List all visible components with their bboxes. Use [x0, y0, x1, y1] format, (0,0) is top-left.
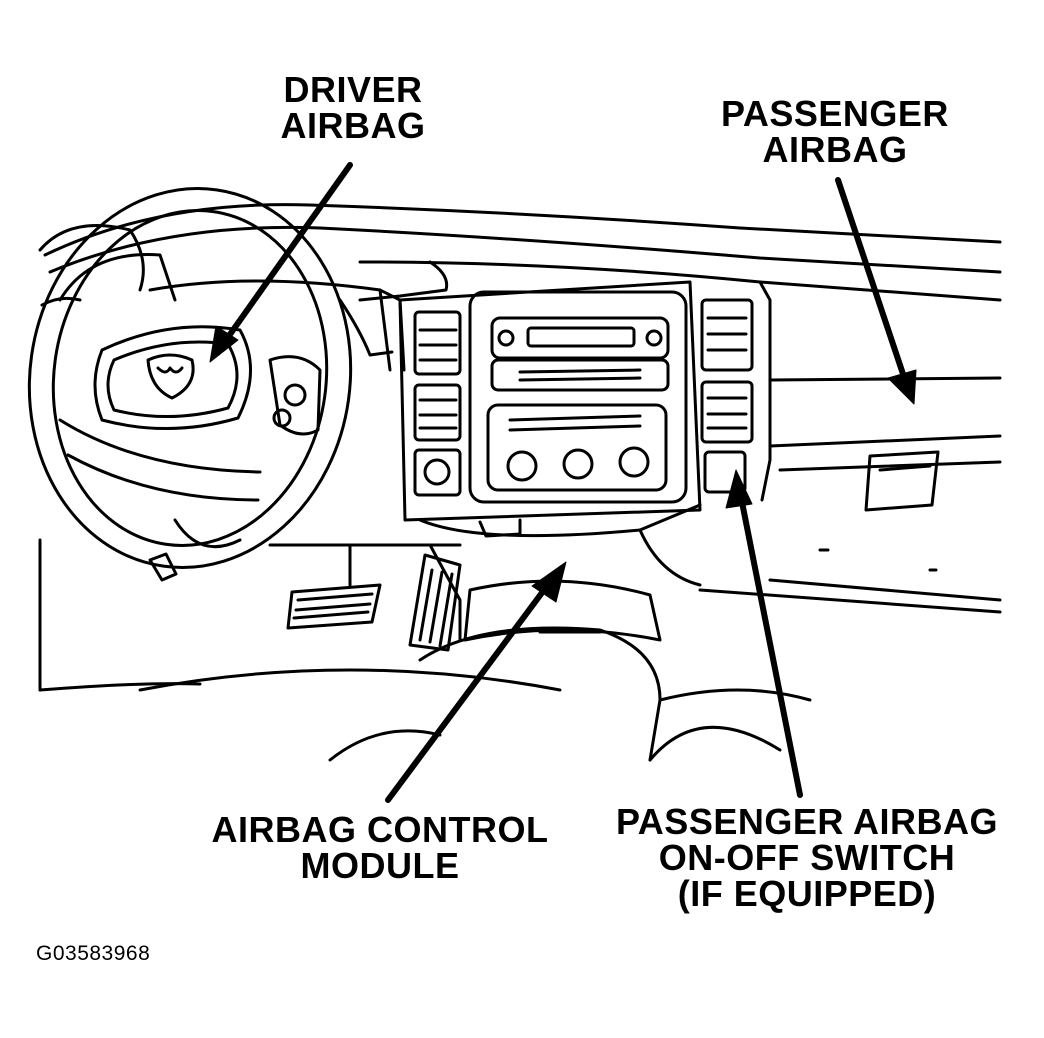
airbag-switch-outline — [703, 450, 747, 494]
passenger-airbag-switch-label: PASSENGER AIRBAG ON-OFF SWITCH (IF EQUIP… — [615, 801, 999, 914]
dashboard-top — [38, 203, 1002, 692]
left-trim — [38, 224, 177, 307]
figure-id: G03583968 — [36, 942, 151, 965]
passenger-panel — [818, 450, 940, 572]
driver-airbag-label: DRIVER AIRBAG — [280, 69, 426, 146]
console-and-seats — [138, 579, 812, 762]
driver-airbag-pad — [93, 325, 252, 430]
center-stack — [398, 280, 754, 522]
steering-wheel — [27, 187, 353, 582]
passenger-airbag-label: PASSENGER AIRBAG — [721, 93, 949, 170]
ram-logo-icon — [146, 353, 195, 400]
callout-arrows — [209, 162, 917, 803]
lower-dash — [268, 503, 702, 642]
pedals — [286, 543, 462, 652]
airbag-control-module-label: AIRBAG CONTROL MODULE — [211, 809, 549, 886]
